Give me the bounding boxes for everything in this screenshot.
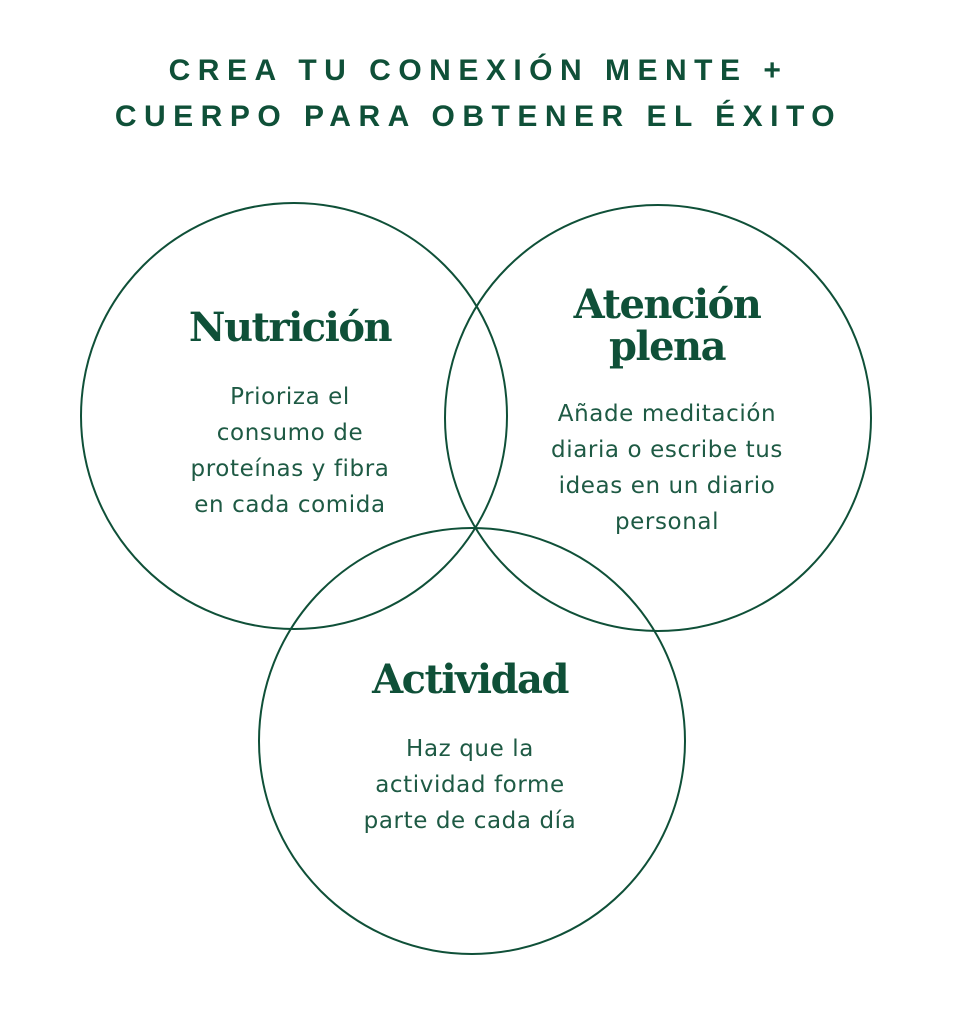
text-actividad-line: parte de cada día xyxy=(363,808,577,834)
text-actividad-line: actividad forme xyxy=(375,772,565,798)
text-nutricion-line: Prioriza el xyxy=(230,384,350,410)
title-line-2: CUERPO PARA OBTENER EL ÉXITO xyxy=(114,100,843,133)
heading-actividad: Actividad xyxy=(372,656,569,703)
text-nutricion-line: en cada comida xyxy=(194,492,386,518)
text-atencion-line: diaria o escribe tus xyxy=(551,437,783,463)
circle-actividad xyxy=(258,527,686,955)
text-atencion-plena: Añade meditación diaria o escribe tus id… xyxy=(497,396,837,540)
text-actividad: Haz que la actividad forme parte de cada… xyxy=(300,731,640,839)
text-nutricion-line: proteínas y fibra xyxy=(190,456,390,482)
heading-nutricion: Nutrición xyxy=(188,304,393,351)
text-actividad-line: Haz que la xyxy=(406,736,534,762)
title-line-1: CREA TU CONEXIÓN MENTE + xyxy=(168,54,789,87)
heading-atencion-line: plena xyxy=(608,323,727,370)
circle-atencion-plena xyxy=(444,204,872,632)
text-nutricion-line: consumo de xyxy=(216,420,364,446)
heading-atencion-plena: Atención plena xyxy=(517,284,817,368)
text-nutricion: Prioriza el consumo de proteínas y fibra… xyxy=(120,379,460,523)
text-atencion-line: ideas en un diario xyxy=(558,473,776,499)
heading-atencion-line: Atención xyxy=(573,281,762,328)
text-atencion-line: Añade meditación xyxy=(557,401,777,427)
diagram-title: CREA TU CONEXIÓN MENTE + CUERPO PARA OBT… xyxy=(0,48,957,140)
circle-nutricion xyxy=(80,202,508,630)
text-atencion-line: personal xyxy=(614,509,720,535)
